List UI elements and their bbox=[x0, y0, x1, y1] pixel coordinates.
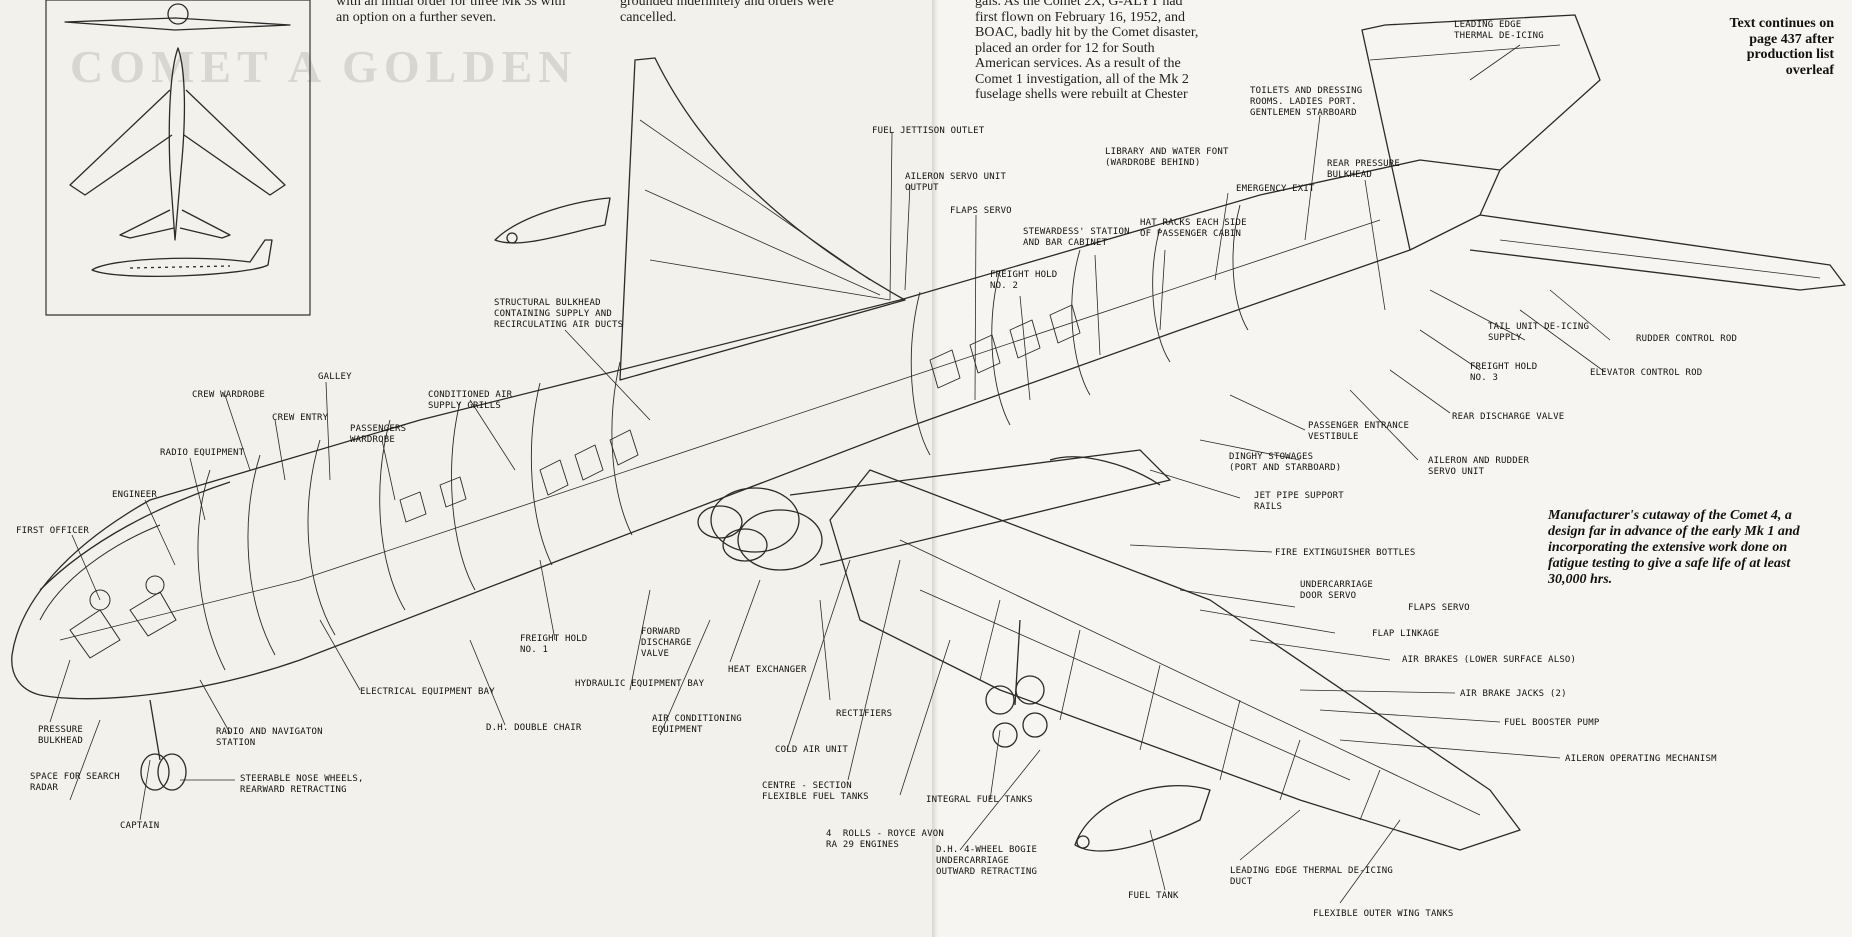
label-electrical-bay: ELECTRICAL EQUIPMENT BAY bbox=[360, 687, 495, 697]
cockpit bbox=[39, 524, 177, 659]
label-freight-hold-1: FREIGHT HOLD NO. 1 bbox=[520, 634, 588, 655]
label-library: LIBRARY AND WATER FONT (WARDROBE BEHIND) bbox=[1105, 147, 1229, 168]
label-leading-edge-deicing-top: LEADING EDGE THERMAL DE-ICING bbox=[1454, 20, 1544, 41]
label-passenger-entrance: PASSENGER ENTRANCE VESTIBULE bbox=[1308, 421, 1410, 442]
label-steerable-nose: STEERABLE NOSE WHEELS, REARWARD RETRACTI… bbox=[240, 774, 364, 795]
label-flap-linkage: FLAP LINKAGE bbox=[1372, 629, 1440, 639]
label-toilets: TOILETS AND DRESSING ROOMS. LADIES PORT.… bbox=[1250, 86, 1363, 118]
label-forward-discharge: FORWARD DISCHARGE VALVE bbox=[641, 627, 692, 659]
label-passengers-wardrobe: PASSENGERS WARDROBE bbox=[350, 424, 407, 445]
near-wing bbox=[829, 469, 1521, 851]
label-flaps-servo: FLAPS SERVO bbox=[1408, 603, 1470, 613]
label-rectifiers: RECTIFIERS bbox=[836, 709, 893, 719]
label-double-chair: D.H. DOUBLE CHAIR bbox=[486, 723, 582, 733]
far-wing-tip-tank bbox=[494, 197, 611, 244]
label-outer-wing-tanks: FLEXIBLE OUTER WING TANKS bbox=[1313, 909, 1454, 919]
label-air-brake-jacks: AIR BRAKE JACKS (2) bbox=[1460, 689, 1567, 699]
label-crew-entry: CREW ENTRY bbox=[272, 413, 329, 423]
three-view-frame bbox=[45, 0, 311, 316]
label-structural-bulkhead: STRUCTURAL BULKHEAD CONTAINING SUPPLY AN… bbox=[494, 298, 624, 330]
label-hydraulic-bay: HYDRAULIC EQUIPMENT BAY bbox=[575, 679, 705, 689]
label-engineer: ENGINEER bbox=[112, 490, 157, 500]
near-wing-tip-tank bbox=[1074, 785, 1211, 852]
label-rudder-control: RUDDER CONTROL ROD bbox=[1636, 334, 1738, 344]
label-heat-exchanger: HEAT EXCHANGER bbox=[728, 665, 807, 675]
label-aileron-rudder-servo: AILERON AND RUDDER SERVO UNIT bbox=[1428, 456, 1530, 477]
label-undercarriage-door: UNDERCARRIAGE DOOR SERVO bbox=[1300, 580, 1374, 601]
label-fuel-booster: FUEL BOOSTER PUMP bbox=[1504, 718, 1600, 728]
label-elevator-control: ELEVATOR CONTROL ROD bbox=[1590, 368, 1703, 378]
label-jet-pipe: JET PIPE SUPPORT RAILS bbox=[1254, 491, 1344, 512]
label-rear-discharge: REAR DISCHARGE VALVE bbox=[1452, 412, 1565, 422]
wing-ribs bbox=[899, 539, 1481, 821]
three-view-side bbox=[91, 239, 273, 277]
label-conditioned-air: CONDITIONED AIR SUPPLY GRILLS bbox=[428, 390, 513, 411]
label-integral-tanks: INTEGRAL FUEL TANKS bbox=[926, 795, 1033, 805]
label-freight-hold-3: FREIGHT HOLD NO. 3 bbox=[1470, 362, 1538, 383]
main-gear bbox=[985, 619, 1048, 748]
label-radio-equipment: RADIO EQUIPMENT bbox=[160, 448, 245, 458]
label-fire-extinguisher: FIRE EXTINGUISHER BOTTLES bbox=[1275, 548, 1416, 558]
tail-fin bbox=[1361, 14, 1601, 251]
label-bogie: D.H. 4-WHEEL BOGIE UNDERCARRIAGE OUTWARD… bbox=[936, 845, 1038, 877]
far-wing bbox=[619, 57, 906, 381]
fuselage-outline bbox=[11, 159, 1501, 700]
page-gutter bbox=[932, 0, 938, 937]
figure-caption: Manufacturer's cutaway of the Comet 4, a… bbox=[1548, 508, 1800, 587]
article-left-column: with an initial order for three Mk 3s wi… bbox=[336, 0, 566, 25]
passenger-seats bbox=[399, 304, 1081, 523]
label-first-officer: FIRST OFFICER bbox=[16, 526, 90, 536]
label-engines: 4 ROLLS - ROYCE AVON RA 29 ENGINES bbox=[826, 829, 944, 850]
label-aileron-mechanism: AILERON OPERATING MECHANISM bbox=[1565, 754, 1717, 764]
label-captain: CAPTAIN bbox=[120, 821, 160, 831]
label-pressure-bulkhead: PRESSURE BULKHEAD bbox=[38, 725, 83, 746]
label-fuel-tank: FUEL TANK bbox=[1128, 891, 1179, 901]
article-middle-column: grounded indefinitely and orders were ca… bbox=[620, 0, 834, 25]
label-galley: GALLEY bbox=[318, 372, 352, 382]
leader-lines bbox=[49, 44, 1611, 904]
label-emergency-exit: EMERGENCY EXIT bbox=[1236, 184, 1315, 194]
label-flaps-servo-top: FLAPS SERVO bbox=[950, 206, 1012, 216]
label-dinghy: DINGHY STOWAGES (PORT AND STARBOARD) bbox=[1229, 452, 1342, 473]
label-rear-pressure-bulkhead: REAR PRESSURE BULKHEAD bbox=[1327, 159, 1401, 180]
cabin-frames bbox=[197, 204, 1249, 671]
label-crew-wardrobe: CREW WARDROBE bbox=[192, 390, 266, 400]
label-cold-air: COLD AIR UNIT bbox=[775, 745, 849, 755]
nose-gear bbox=[140, 699, 187, 791]
label-fuel-jettison: FUEL JETTISON OUTLET bbox=[872, 126, 985, 136]
label-radio-nav: RADIO AND NAVIGATON STATION bbox=[216, 727, 323, 748]
label-air-brakes: AIR BRAKES (LOWER SURFACE ALSO) bbox=[1402, 655, 1577, 665]
faded-background-title: COMET A GOLDEN bbox=[70, 41, 578, 92]
right-page bbox=[935, 0, 1852, 937]
label-tail-unit-deicing: TAIL UNIT DE-ICING SUPPLY bbox=[1488, 322, 1590, 343]
tailplane bbox=[1469, 214, 1846, 291]
engines bbox=[697, 449, 1171, 571]
label-air-conditioning: AIR CONDITIONING EQUIPMENT bbox=[652, 714, 742, 735]
article-right-column: gals. As the Comet 2X, G-ALYT had first … bbox=[975, 0, 1199, 102]
label-centre-section: CENTRE - SECTION FLEXIBLE FUEL TANKS bbox=[762, 781, 869, 802]
label-freight-hold-2: FREIGHT HOLD NO. 2 bbox=[990, 270, 1058, 291]
label-aileron-servo-output: AILERON SERVO UNIT OUTPUT bbox=[905, 172, 1007, 193]
continues-note: Text continues on page 437 after product… bbox=[1729, 16, 1834, 78]
three-view-top-plan bbox=[64, 3, 291, 241]
label-search-radar: SPACE FOR SEARCH RADAR bbox=[30, 772, 120, 793]
label-hat-racks: HAT RACKS EACH SIDE OF PASSENGER CABIN bbox=[1140, 218, 1247, 239]
label-leading-edge-duct: LEADING EDGE THERMAL DE-ICING DUCT bbox=[1230, 866, 1393, 887]
label-stewardess: STEWARDESS' STATION AND BAR CABINET bbox=[1023, 227, 1130, 248]
